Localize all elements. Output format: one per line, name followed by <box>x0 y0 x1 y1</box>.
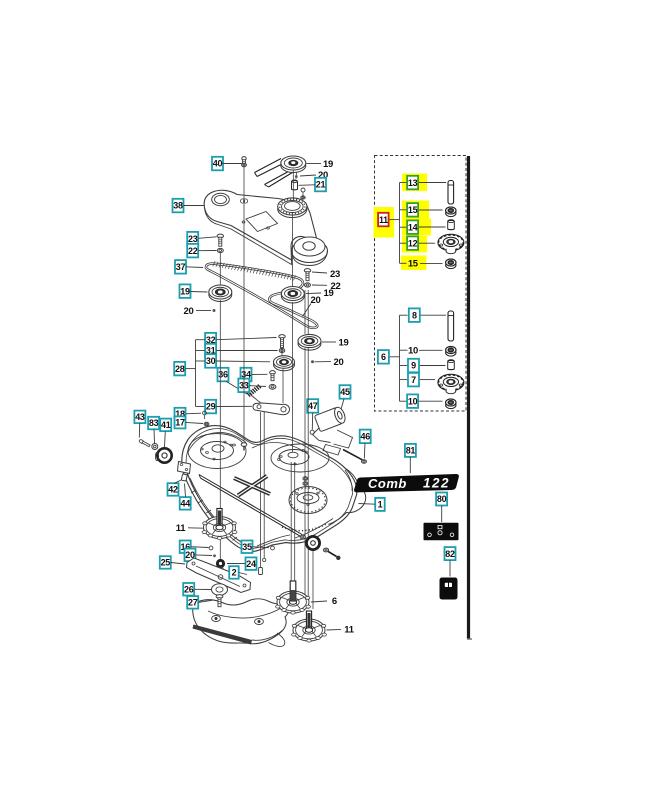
svg-text:32: 32 <box>206 335 216 345</box>
svg-text:46: 46 <box>360 432 370 442</box>
svg-text:1: 1 <box>378 500 383 510</box>
svg-text:20: 20 <box>311 295 321 306</box>
svg-text:41: 41 <box>161 420 171 430</box>
svg-text:20: 20 <box>185 550 195 560</box>
svg-text:8: 8 <box>412 310 417 320</box>
svg-text:13: 13 <box>408 178 418 188</box>
svg-text:31: 31 <box>206 346 216 356</box>
svg-text:23: 23 <box>188 234 198 244</box>
svg-text:14: 14 <box>408 222 418 232</box>
svg-text:10: 10 <box>408 345 418 356</box>
svg-text:45: 45 <box>340 387 350 397</box>
svg-text:34: 34 <box>241 370 251 380</box>
svg-text:18: 18 <box>175 409 185 419</box>
svg-text:21: 21 <box>316 180 326 190</box>
svg-text:6: 6 <box>332 596 337 607</box>
svg-text:26: 26 <box>184 585 194 595</box>
svg-text:25: 25 <box>161 558 171 568</box>
svg-text:6: 6 <box>381 352 386 362</box>
svg-text:82: 82 <box>445 549 455 559</box>
svg-text:20: 20 <box>334 357 344 368</box>
svg-text:17: 17 <box>175 418 185 428</box>
svg-text:12: 12 <box>408 238 418 248</box>
svg-text:81: 81 <box>406 446 416 456</box>
svg-text:36: 36 <box>218 370 228 380</box>
svg-text:20: 20 <box>184 306 194 317</box>
svg-text:Comb: Comb <box>368 476 407 491</box>
svg-text:42: 42 <box>168 485 178 495</box>
svg-text:122: 122 <box>423 476 450 491</box>
svg-text:35: 35 <box>242 542 252 552</box>
svg-text:15: 15 <box>408 259 419 270</box>
svg-text:29: 29 <box>206 402 216 412</box>
svg-text:2: 2 <box>232 568 237 578</box>
svg-text:19: 19 <box>324 288 334 299</box>
svg-text:27: 27 <box>188 598 198 608</box>
svg-text:11: 11 <box>176 523 186 534</box>
svg-text:22: 22 <box>331 281 341 292</box>
svg-text:22: 22 <box>188 246 198 256</box>
svg-text:9: 9 <box>411 361 416 371</box>
svg-text:44: 44 <box>180 499 190 509</box>
svg-text:40: 40 <box>213 159 223 169</box>
svg-text:7: 7 <box>411 375 416 385</box>
svg-text:24: 24 <box>246 559 256 569</box>
svg-text:83: 83 <box>149 418 159 428</box>
svg-text:80: 80 <box>437 494 447 504</box>
svg-text:37: 37 <box>176 262 186 272</box>
svg-text:11: 11 <box>344 624 354 635</box>
svg-text:19: 19 <box>323 159 333 170</box>
svg-text:19: 19 <box>180 286 190 296</box>
svg-text:38: 38 <box>173 201 183 211</box>
svg-text:16: 16 <box>180 542 190 552</box>
svg-text:28: 28 <box>175 364 185 374</box>
svg-text:19: 19 <box>339 337 349 348</box>
svg-text:10: 10 <box>408 396 418 406</box>
svg-text:30: 30 <box>206 356 216 366</box>
svg-text:15: 15 <box>408 205 418 215</box>
svg-text:20: 20 <box>318 170 328 181</box>
svg-text:11: 11 <box>379 215 388 225</box>
svg-text:23: 23 <box>330 269 340 280</box>
svg-text:43: 43 <box>135 412 145 422</box>
svg-text:47: 47 <box>308 401 318 411</box>
